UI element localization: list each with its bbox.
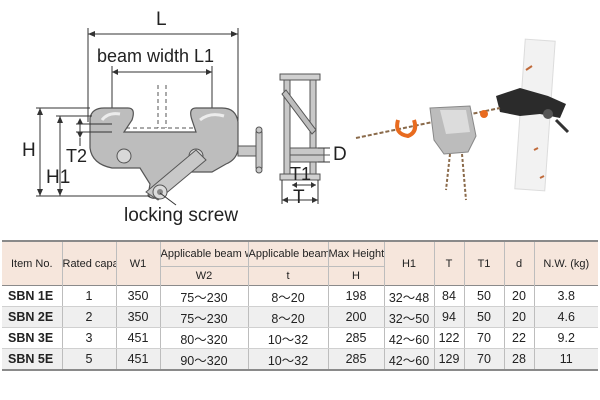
technical-diagram: L beam width L1 H T2 H1 locking screw D … <box>22 9 570 226</box>
header-h1: H1 <box>383 241 435 286</box>
cell-T: 84 <box>433 285 465 307</box>
cell-t1: 50 <box>463 285 505 307</box>
cell-d: 20 <box>503 285 535 307</box>
cell-item: SBN 3E <box>2 327 63 349</box>
cell-d: 20 <box>503 306 535 328</box>
header-t1: T1 <box>463 241 505 286</box>
table-row: SBN 1E 1 350 75～230 8～20 198 32～48 84 50… <box>2 285 598 307</box>
cell-w1: 451 <box>115 348 161 371</box>
cell-h1: 42～60 <box>383 327 435 349</box>
dimension-T-label: T <box>293 187 305 208</box>
cell-capacity: 1 <box>61 285 117 307</box>
cell-capacity: 5 <box>61 348 117 371</box>
cell-t1: 70 <box>463 327 505 349</box>
subheader-w2: W2 <box>160 266 249 286</box>
header-max-height: Max Height <box>327 241 385 267</box>
cell-nw: 4.6 <box>533 306 598 328</box>
cell-thickness: 10～32 <box>247 348 329 371</box>
cell-thickness: 8～20 <box>247 306 329 328</box>
clamp-drawing <box>36 28 570 206</box>
table-row: SBN 5E 5 451 90～320 10～32 285 42～60 129 … <box>2 348 598 371</box>
header-beam-width: Applicable beam width <box>159 241 249 267</box>
cell-t1: 70 <box>463 348 505 371</box>
dimension-H1-label: H1 <box>46 167 71 188</box>
header-d: d <box>503 241 535 286</box>
dimension-D-label: D <box>333 144 347 165</box>
locking-screw-label: locking screw <box>124 205 239 226</box>
cell-max-height: 285 <box>327 327 385 349</box>
cell-T: 94 <box>433 306 465 328</box>
dimension-L-label: L <box>156 9 167 30</box>
product-photo <box>355 38 570 201</box>
header-w1: W1 <box>115 241 161 286</box>
dimension-T2-label: T2 <box>66 146 88 166</box>
table-row: SBN 2E 2 350 75～230 8～20 200 32～50 94 50… <box>2 306 598 328</box>
cell-w2: 80～320 <box>159 327 249 349</box>
table-row: SBN 3E 3 451 80～320 10～32 285 42～60 122 … <box>2 327 598 349</box>
header-beam-thickness: Applicable beam thickness <box>247 241 329 267</box>
header-t: T <box>433 241 465 286</box>
cell-T: 122 <box>433 327 465 349</box>
cell-w2: 75～230 <box>159 306 249 328</box>
cell-nw: 3.8 <box>533 285 598 307</box>
cell-w1: 350 <box>115 285 161 307</box>
header-rated-capacity: Rated capacity (ton) <box>61 241 117 286</box>
cell-w1: 451 <box>115 327 161 349</box>
cell-item: SBN 2E <box>2 306 63 328</box>
cell-capacity: 3 <box>61 327 117 349</box>
header-nw: N.W. (kg) <box>533 241 598 286</box>
cell-thickness: 10～32 <box>247 327 329 349</box>
cell-max-height: 198 <box>327 285 385 307</box>
cell-w2: 90～320 <box>159 348 249 371</box>
cell-d: 22 <box>503 327 535 349</box>
header-item-no: Item No. <box>2 241 63 286</box>
cell-max-height: 200 <box>327 306 385 328</box>
cell-w2: 75～230 <box>159 285 249 307</box>
cell-nw: 11 <box>533 348 598 371</box>
dimension-T1-label: T1 <box>290 164 312 184</box>
cell-item: SBN 1E <box>2 285 63 307</box>
cell-nw: 9.2 <box>533 327 598 349</box>
beam-width-label: beam width L1 <box>97 46 215 66</box>
cell-t1: 50 <box>463 306 505 328</box>
cell-capacity: 2 <box>61 306 117 328</box>
cell-w1: 350 <box>115 306 161 328</box>
cell-thickness: 8～20 <box>247 285 329 307</box>
cell-max-height: 285 <box>327 348 385 371</box>
cell-h1: 42～60 <box>383 348 435 371</box>
cell-d: 28 <box>503 348 535 371</box>
dimension-H-label: H <box>22 140 36 161</box>
cell-h1: 32～50 <box>383 306 435 328</box>
cell-h1: 32～48 <box>383 285 435 307</box>
spec-table: Item No. Rated capacity (ton) W1 Applica… <box>2 240 598 371</box>
cell-item: SBN 5E <box>2 348 63 371</box>
subheader-t: t <box>247 266 329 286</box>
cell-T: 129 <box>433 348 465 371</box>
subheader-h: H <box>327 266 384 286</box>
